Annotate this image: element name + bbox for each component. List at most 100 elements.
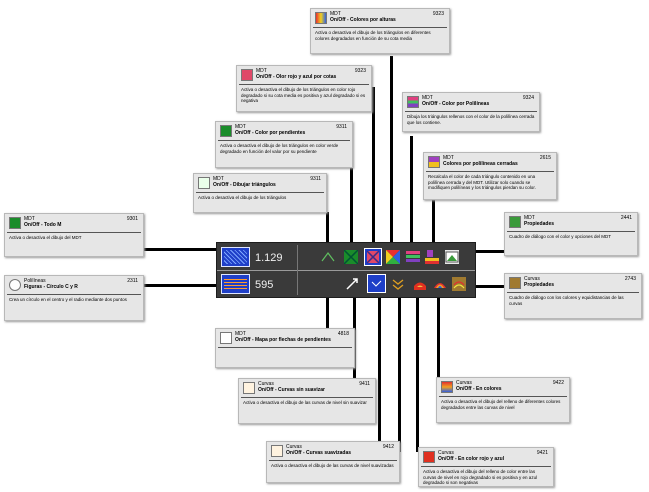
connector-line — [437, 290, 440, 383]
tooltip-separator — [269, 460, 397, 461]
tooltip-description: Cuadro de diálogo con los colores y equi… — [509, 295, 624, 306]
tooltip-color-by-slope: MDT On/Off - Color por pendientes 9311 A… — [215, 121, 353, 168]
tooltip-title: On/Off - Olor rojo y azul por cotas — [256, 74, 337, 80]
tooltip-description: Activa o desactiva el dibujo del relleno… — [441, 399, 561, 410]
tooltip-command-number: 2441 — [620, 215, 632, 221]
mdt-all-button[interactable] — [221, 247, 250, 267]
tooltip-category: Curvas — [456, 380, 472, 386]
tooltip-description: Activa o desactiva el dibujo de las curv… — [243, 400, 367, 405]
toggle-unsmoothed-curves-button[interactable] — [367, 274, 386, 293]
tooltip-description: Activa o desactiva el dibujo de los triá… — [198, 195, 287, 200]
tooltip-command-number: 9324 — [522, 95, 534, 101]
tooltip-category: MDT — [235, 124, 246, 130]
toggle-colored-curves-button[interactable] — [433, 277, 447, 291]
curves-all-button[interactable] — [221, 274, 250, 294]
tooltip-mdt-properties: MDT Propiedades 2441 Cuadro de diálogo c… — [504, 212, 638, 256]
tooltip-closed-polylines-colors: MDT Colores por polilíneas cerradas 2615… — [423, 152, 557, 200]
tooltip-title: On/Off - Todo M — [24, 222, 62, 228]
connector-line — [143, 284, 219, 287]
tooltip-category: Polilíneas — [24, 278, 46, 284]
color-by-slope-icon — [343, 249, 359, 265]
tooltip-command-number: 9412 — [382, 444, 394, 450]
tooltip-slope-arrows: MDT On/Off - Mapa por flechas de pendien… — [215, 328, 355, 368]
tooltip-category: MDT — [24, 216, 35, 222]
tooltip-command-number: 9421 — [536, 450, 548, 456]
tooltip-description: Activa o desactiva el dibujo de las curv… — [271, 463, 394, 468]
tooltip-separator — [7, 294, 141, 295]
tooltip-title: On/Off - Curvas sin suavizar — [258, 387, 325, 393]
tooltip-title: On/Off - Color por pendientes — [235, 130, 306, 136]
tooltip-red-blue-curves: Curvas On/Off - En color rojo y azul 942… — [418, 447, 554, 487]
tooltip-description: Activa o desactiva el dibujo de los triá… — [315, 30, 431, 41]
tooltip-category: MDT — [213, 176, 224, 182]
tooltip-separator — [7, 232, 141, 233]
toggle-height-colors-button[interactable] — [386, 250, 400, 264]
tooltip-command-number: 9411 — [359, 381, 370, 387]
tooltip-description: Cuadro de diálogo con el color y opcione… — [509, 234, 612, 239]
contour-lines-icon — [224, 277, 247, 291]
connector-line — [416, 290, 419, 452]
tooltip-description: Activa o desactiva el dibujo de los triá… — [220, 143, 339, 154]
smoothed-curves-icon — [392, 279, 404, 290]
connector-line — [378, 290, 381, 442]
connector-line — [432, 172, 435, 255]
tooltip-circle: Polilíneas Figuras - Círculo C y R 2311 … — [4, 275, 144, 321]
tooltip-command-number: 2615 — [539, 155, 551, 161]
mdt-properties-button[interactable] — [445, 250, 459, 264]
connector-line — [326, 290, 329, 343]
mdt-properties-icon — [509, 216, 521, 228]
closed-polylines-colors-icon — [425, 250, 439, 264]
toolbar: 1.129 595 — [216, 242, 476, 298]
tooltip-separator — [426, 171, 554, 172]
toggle-polyline-color-button[interactable] — [406, 250, 420, 264]
tooltip-command-number: 2743 — [624, 276, 636, 282]
mdt-properties-icon — [445, 251, 459, 263]
slope-arrows-icon — [220, 332, 232, 344]
curves-properties-icon — [509, 277, 521, 289]
tooltip-category: Curvas — [524, 276, 540, 282]
closed-polylines-colors-icon — [428, 156, 440, 168]
tooltip-separator — [439, 396, 567, 397]
red-blue-curves-icon — [414, 282, 426, 290]
tooltip-title: Propiedades — [524, 282, 555, 288]
connector-line — [475, 285, 505, 288]
toggle-smoothed-curves-button[interactable] — [391, 277, 405, 291]
mdt-all-icon — [9, 217, 21, 229]
colors-by-height-icon — [386, 250, 400, 264]
tooltip-curves-properties: Curvas Propiedades 2743 Cuadro de diálog… — [504, 273, 642, 319]
curves-properties-button[interactable] — [452, 277, 466, 291]
tooltip-separator — [405, 111, 537, 112]
tooltip-title: On/Off - En color rojo y azul — [438, 456, 505, 462]
tooltip-command-number: 9301 — [126, 216, 138, 222]
tooltip-category: Curvas — [258, 381, 274, 387]
colored-curves-icon — [441, 381, 453, 393]
tooltip-category: MDT — [256, 68, 267, 74]
red-blue-curves-icon — [423, 451, 435, 463]
recalc-closed-polylines-button[interactable] — [425, 250, 439, 264]
tooltip-description: Activa o desactiva el dibujo del relleno… — [423, 469, 538, 485]
color-by-polylines-icon — [406, 251, 420, 262]
tooltip-colored-curves: Curvas On/Off - En colores 9422 Activa o… — [436, 377, 570, 423]
connector-line — [143, 248, 219, 251]
mdt-triangle-count: 1.129 — [255, 252, 283, 264]
tooltip-command-number: 9422 — [552, 380, 564, 386]
toggle-red-blue-curves-button[interactable] — [413, 277, 427, 291]
slope-arrows-icon — [346, 278, 358, 290]
tooltip-description: Dibuja los triángulos rellenos con el co… — [407, 114, 535, 125]
toggle-slope-color-button[interactable] — [343, 249, 359, 265]
curves-properties-icon — [453, 281, 465, 289]
tooltip-separator — [421, 466, 551, 467]
tooltip-description: Activa o desactiva el dibujo de los triá… — [241, 87, 366, 103]
tooltip-separator — [218, 347, 352, 348]
toggle-red-blue-button[interactable] — [364, 248, 382, 266]
tooltip-title: On/Off - Mapa por flechas de pendientes — [235, 337, 331, 343]
toggle-triangles-button[interactable] — [321, 250, 335, 264]
connector-line — [398, 290, 401, 452]
connector-line — [372, 87, 375, 255]
tooltip-category: Curvas — [286, 444, 302, 450]
red-blue-by-elevation-icon — [366, 250, 380, 264]
smoothed-curves-icon — [271, 445, 283, 457]
tooltip-unsmoothed-curves: Curvas On/Off - Curvas sin suavizar 9411… — [238, 378, 376, 424]
unsmoothed-curves-icon — [371, 280, 382, 287]
slope-arrows-button[interactable] — [345, 277, 359, 291]
